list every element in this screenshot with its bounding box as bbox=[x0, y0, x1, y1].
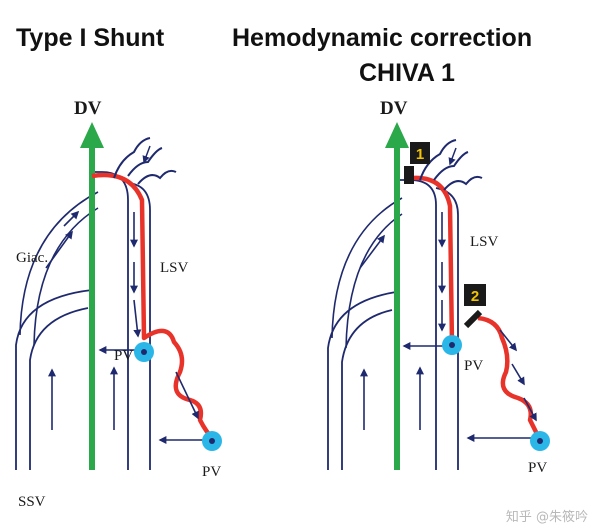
right-giacomini-arrow bbox=[359, 234, 385, 269]
right-ligation-badge-2 bbox=[464, 284, 486, 306]
left-perforator-lower-core bbox=[209, 438, 215, 444]
right-saphenous-outline-inner bbox=[435, 187, 459, 470]
left-giacomini-vein bbox=[19, 191, 99, 336]
left-perforator-upper-core bbox=[141, 349, 147, 355]
right-pv-lower-label: PV bbox=[528, 460, 547, 476]
right-giacomini-inner bbox=[345, 213, 403, 349]
left-pv-upper-label: PV bbox=[114, 348, 133, 364]
right-perforator-upper-core bbox=[449, 342, 455, 348]
left-ssv-dome bbox=[15, 289, 93, 470]
right-subtitle: CHIVA 1 bbox=[359, 59, 455, 87]
right-tributary-arrow bbox=[448, 147, 457, 166]
left-reflux-arrow bbox=[175, 371, 199, 420]
right-saphenous-outline bbox=[398, 179, 437, 470]
left-ssv-inner bbox=[29, 307, 89, 470]
left-deep-vein-arrowhead bbox=[80, 122, 104, 148]
right-ligation-badge-1 bbox=[410, 142, 430, 164]
right-varicose-tributary bbox=[419, 139, 483, 191]
right-ssv-dome bbox=[327, 291, 397, 470]
left-tributary-arrow bbox=[142, 145, 151, 164]
right-tributary-vein bbox=[477, 315, 543, 442]
right-reflux-arrow bbox=[499, 329, 517, 352]
left-dv-label: DV bbox=[74, 98, 102, 119]
right-pv-upper-label: PV bbox=[464, 358, 483, 374]
right-ligation-clip-2 bbox=[463, 309, 483, 329]
left-title: Type I Shunt bbox=[16, 24, 165, 52]
left-giacomini-arrow bbox=[45, 230, 73, 269]
right-ligation-number-2: 2 bbox=[471, 288, 479, 305]
left-lsv-label: LSV bbox=[160, 260, 189, 276]
right-perforator-lower-core bbox=[537, 438, 543, 444]
right-lsv-label: LSV bbox=[470, 234, 499, 250]
left-reflux-arrow bbox=[133, 299, 142, 338]
watermark: 知乎 @朱筱吟 bbox=[505, 510, 588, 525]
left-giacomini-inner bbox=[33, 207, 99, 346]
right-dv-label: DV bbox=[380, 98, 408, 119]
right-ligation-number-1: 1 bbox=[416, 146, 424, 163]
left-giac-label: Giac. bbox=[16, 250, 48, 266]
right-giacomini-vein bbox=[331, 197, 403, 339]
left-giacomini-arrow-2 bbox=[63, 210, 80, 227]
right-deep-vein-arrowhead bbox=[385, 122, 409, 148]
right-ligation-clip-1 bbox=[404, 166, 414, 184]
left-pv-lower-label: PV bbox=[202, 464, 221, 480]
right-title: Hemodynamic correction bbox=[232, 24, 533, 52]
left-ssv-label: SSV bbox=[18, 494, 46, 510]
left-saphenous-outline bbox=[94, 171, 129, 470]
left-shunt-vein bbox=[91, 172, 216, 442]
right-shunt-vein bbox=[411, 175, 455, 346]
right-reflux-arrow bbox=[523, 397, 537, 422]
right-reflux-arrow bbox=[511, 363, 525, 386]
right-ssv-inner bbox=[341, 309, 393, 470]
left-panel: DV Giac. LSV PV PV SSV bbox=[15, 98, 222, 510]
right-panel: 1 2 DV LSV PV PV bbox=[327, 98, 550, 476]
left-saphenous-outline-inner bbox=[127, 182, 151, 470]
